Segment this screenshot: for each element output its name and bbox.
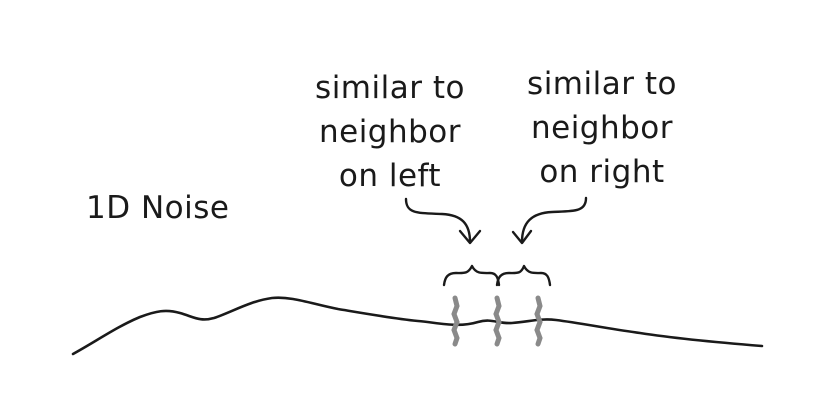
annotation-right-line-3: on right [539,154,665,190]
braces [442,264,552,287]
diagram-title: 1D Noise [86,190,230,226]
arrows [404,196,588,245]
sample-mark-middle [493,295,502,347]
annotation-right-line-2: neighbor [530,110,674,146]
annotation-left-line-2: neighbor [318,114,462,150]
annotation-right: similar to neighbor on right [512,62,692,194]
sample-mark-right [534,295,543,347]
brace-right [495,264,552,287]
arrow-right-head [511,229,533,245]
brace-left [442,264,501,287]
arrow-right-shaft [520,196,588,244]
annotation-right-line-1: similar to [527,66,677,102]
arrow-left-head [458,229,482,245]
annotation-left: similar to neighbor on left [300,66,480,198]
sample-mark-left [451,295,460,347]
sample-marks [451,295,543,347]
noise-curve [71,296,764,356]
annotation-left-line-3: on left [338,158,442,194]
annotation-left-line-1: similar to [315,70,465,106]
arrow-left-shaft [404,197,472,244]
